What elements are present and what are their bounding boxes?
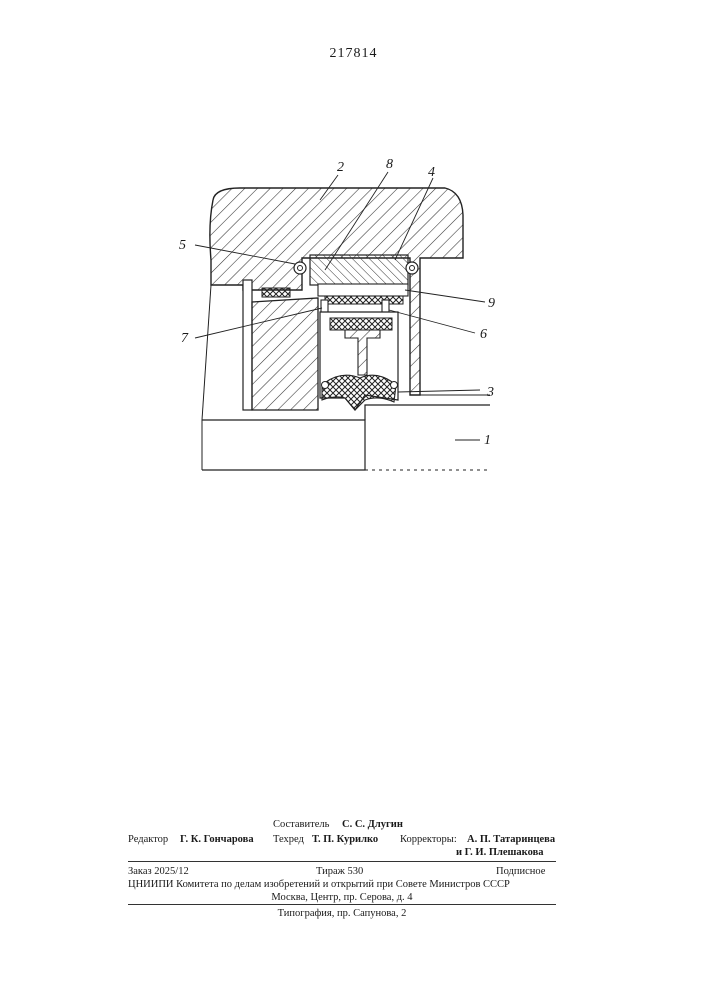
divider-1 [128, 861, 556, 862]
ball-left [294, 262, 306, 274]
packing-left [262, 288, 290, 297]
order-number: Заказ 2025/12 [128, 865, 189, 878]
editor-label: Редактор [128, 833, 168, 846]
bearing-ring-part-4 [310, 255, 408, 285]
editor-name: Г. К. Гончарова [180, 833, 254, 846]
ball-right [406, 262, 418, 274]
techred-name: Т. П. Курилко [312, 833, 378, 846]
label-2: 2 [337, 160, 344, 175]
strip-part-9 [318, 284, 408, 296]
circulation: Тираж 530 [316, 865, 363, 878]
corrector-2: и Г. И. Плешакова [456, 846, 544, 859]
label-1: 1 [484, 433, 491, 448]
printing-house: Типография, пр. Сапунова, 2 [128, 907, 556, 920]
label-4: 4 [428, 165, 435, 180]
label-7: 7 [181, 331, 189, 346]
shaft-part-1 [202, 420, 365, 470]
corrector-1: А. П. Татаринцева [467, 833, 555, 846]
compiler-name: С. С. Длугин [342, 818, 403, 831]
label-9: 9 [488, 296, 495, 311]
publication-info: Заказ 2025/12 Тираж 530 Подписное ЦНИИПИ… [128, 865, 558, 904]
label-6: 6 [480, 327, 487, 342]
compiler-label: Составитель [273, 818, 329, 831]
subscription: Подписное [496, 865, 545, 878]
label-3: 3 [486, 385, 494, 400]
carrier-body [252, 298, 318, 410]
colophon: Составитель С. С. Длугин Редактор Г. К. … [128, 818, 558, 859]
label-8: 8 [386, 157, 393, 172]
divider-2 [128, 904, 556, 905]
institute: ЦНИИПИ Комитета по делам изобретений и о… [128, 878, 510, 891]
correctors-label: Корректоры: [400, 833, 457, 846]
address: Москва, Центр, пр. Серова, д. 4 [128, 891, 556, 904]
label-5: 5 [179, 238, 186, 253]
printing-info: Типография, пр. Сапунова, 2 [128, 907, 558, 920]
techred-label: Техред [273, 833, 304, 846]
